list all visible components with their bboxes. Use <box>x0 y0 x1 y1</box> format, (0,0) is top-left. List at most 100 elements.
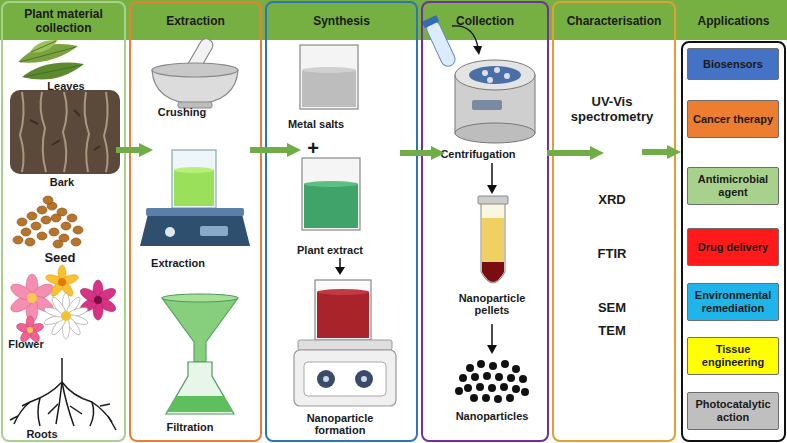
seed-picture <box>53 240 63 248</box>
hotplate-picture <box>317 370 335 388</box>
nanoparticle-dots <box>512 385 520 393</box>
step-label: XRD <box>567 193 657 208</box>
flower-picture <box>43 293 89 339</box>
centrifuge-picture <box>455 123 535 143</box>
seed-picture <box>13 236 23 244</box>
application-label: Antimicrobial agent <box>688 173 778 198</box>
step-label: Crushing <box>137 106 227 119</box>
centrifuge-picture <box>473 46 482 55</box>
nanoparticle-dots <box>455 387 463 395</box>
centrifuge-picture <box>504 73 510 79</box>
bark-picture <box>10 90 120 174</box>
stage-panel: Plant material collectionLeavesBarkSeedF… <box>1 1 126 442</box>
nanoparticle-dots <box>464 384 472 392</box>
leaves-picture <box>18 40 84 80</box>
nanoparticle-dots <box>477 360 485 368</box>
filtration-picture <box>162 294 238 302</box>
seed-picture <box>61 222 71 230</box>
hotplate-picture <box>323 376 329 382</box>
nanoparticle-dots <box>519 375 527 383</box>
nanoparticle-dots <box>466 364 474 372</box>
step-label: Filtration <box>145 421 235 434</box>
hotplate-picture <box>355 370 373 388</box>
flow-arrow <box>642 149 667 155</box>
nanoparticle-dots <box>488 384 496 392</box>
roots-picture <box>62 382 112 422</box>
nanoparticle-dots <box>483 372 491 380</box>
step-label: TEM <box>567 324 657 339</box>
flow-arrow-small <box>335 258 345 275</box>
nanoparticle-dots <box>482 394 490 402</box>
stage-panel: CollectionCentrifugationNanoparticle pel… <box>421 1 549 442</box>
beaker-picture <box>304 181 358 187</box>
application-label: Biosensors <box>701 58 765 71</box>
seed-picture <box>13 196 83 248</box>
flower-picture <box>45 265 80 298</box>
nanoparticle-dots <box>521 388 529 396</box>
nanoparticle-dots <box>471 373 479 381</box>
hotplate-picture <box>298 340 392 350</box>
beaker-picture <box>302 67 356 73</box>
step-label: Extraction <box>133 257 223 270</box>
stirrer-picture <box>174 170 214 206</box>
application-label: Cancer therapy <box>691 113 775 126</box>
nanoparticle-dots <box>500 383 508 391</box>
nanoparticle-dots <box>494 395 502 403</box>
roots-picture <box>10 358 116 430</box>
step-label: + <box>298 137 328 160</box>
stage-panel: SynthesisMetal salts+Plant extractNanopa… <box>265 1 418 442</box>
hotplate-picture <box>317 292 369 338</box>
flow-arrow-small <box>339 258 341 268</box>
flower-picture <box>78 280 118 320</box>
flow-arrow-small <box>491 324 493 346</box>
centrifuge-picture <box>487 77 493 83</box>
stage-heading: Plant material collection <box>3 3 124 41</box>
step-label: Bark <box>32 176 92 189</box>
step-label: Flower <box>2 338 50 351</box>
stage-heading: Collection <box>423 3 547 41</box>
seed-picture <box>73 226 83 234</box>
step-label: Leaves <box>26 80 106 93</box>
application-label: Tissue engineering <box>688 343 778 368</box>
seed-picture <box>71 238 81 246</box>
stirrer-picture <box>165 227 175 237</box>
flower-picture <box>61 311 71 321</box>
seed-picture <box>41 216 51 224</box>
step-label: Seed <box>30 251 90 266</box>
roots-picture <box>61 358 63 382</box>
nanoparticle-dots <box>512 365 520 373</box>
roots-picture <box>56 382 62 424</box>
tube-picture <box>478 196 508 204</box>
flow-arrow-small <box>487 324 497 354</box>
nanoparticle-dots <box>507 374 515 382</box>
tube-picture <box>478 196 508 283</box>
bark-picture <box>20 92 24 172</box>
bark-picture <box>30 110 100 150</box>
seed-picture <box>17 218 27 226</box>
flow-arrow-small <box>491 163 493 186</box>
nanoparticle-dots <box>506 394 514 402</box>
centrifuge-picture <box>422 15 458 69</box>
flow-arrow-small <box>335 267 345 275</box>
flow-arrow-small <box>487 185 497 194</box>
stage-panel: ApplicationsBiosensorsCancer therapyAnti… <box>681 41 786 442</box>
filtration-picture <box>166 362 234 414</box>
filtration-picture <box>162 294 238 414</box>
step-label: Roots <box>12 428 72 441</box>
step-label: Metal salts <box>271 118 361 131</box>
nanoparticle-dots <box>501 360 509 368</box>
centrifuge-picture <box>494 67 500 73</box>
bark-picture <box>41 92 46 172</box>
tube-picture <box>481 202 505 283</box>
flow-arrow <box>250 147 287 153</box>
seed-picture <box>67 214 77 222</box>
beaker-picture <box>302 158 360 230</box>
centrifuge-picture <box>422 15 439 28</box>
flow-arrow-small <box>487 163 497 194</box>
nanoparticle-dots <box>470 394 478 402</box>
centrifuge-picture <box>422 15 535 143</box>
bark-picture <box>85 92 89 172</box>
application-box: Cancer therapy <box>687 100 779 138</box>
